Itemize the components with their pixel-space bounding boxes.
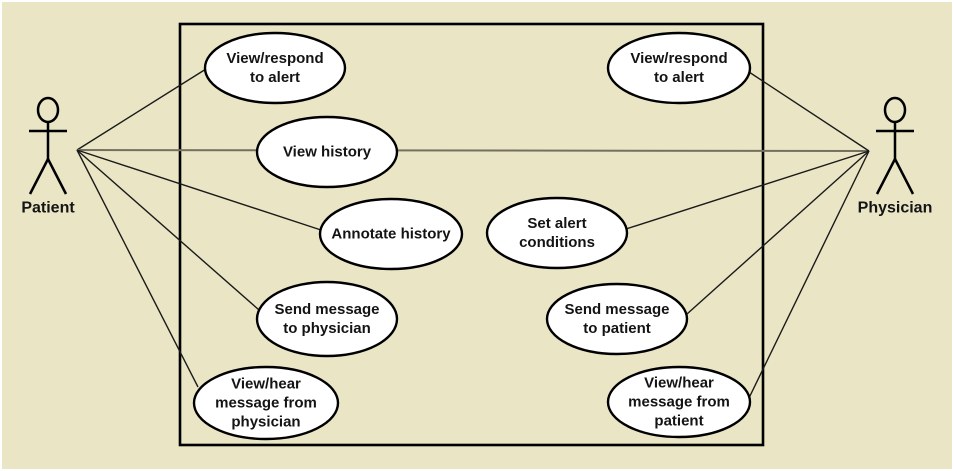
use-case-label-line: to alert	[654, 69, 704, 86]
actor-label: Patient	[21, 200, 75, 217]
use-case-label: View/hear message from physician	[215, 376, 317, 431]
actor-physician: Physician	[858, 96, 933, 217]
use-case-ellipse	[192, 365, 340, 441]
use-case-label-line: message from	[215, 395, 317, 412]
association-line-physician-set-alert-conditions	[625, 150, 870, 230]
association-line-patient-annotate-history	[76, 149, 322, 231]
association-line-patient-view-respond-alert-left	[76, 68, 207, 151]
use-case-view-hear-message-from-patient: View/hear message from patient	[606, 365, 752, 439]
use-case-label-line: message from	[628, 394, 730, 411]
association-line-physician-send-message-to-patient	[686, 150, 870, 315]
use-case-label: Send message to physician	[274, 301, 379, 337]
use-case-label-line: View/respond	[630, 50, 727, 67]
actor-leg-left	[28, 158, 50, 195]
use-case-ellipse	[606, 365, 752, 439]
association-line-physician-view-respond-alert-right	[748, 71, 870, 152]
use-case-label: View/respond to alert	[630, 50, 727, 86]
use-case-label-line: patient	[654, 413, 703, 430]
actor-label: Physician	[858, 200, 933, 217]
use-case-label-line: physician	[231, 414, 300, 431]
use-case-label-line: conditions	[519, 234, 595, 251]
use-case-label-line: to physician	[283, 320, 371, 337]
system-boundary	[178, 22, 765, 447]
use-case-label-line: to alert	[250, 69, 300, 86]
use-case-label-line: View history	[283, 144, 372, 161]
use-case-view-respond-alert-right: View/respond to alert	[606, 31, 752, 105]
use-case-label: Send message to patient	[564, 301, 669, 337]
use-case-label-line: to patient	[583, 320, 651, 337]
use-case-label: Annotate history	[331, 226, 451, 243]
use-case-label: Set alert conditions	[519, 215, 595, 251]
use-case-annotate-history: Annotate history	[318, 197, 464, 271]
use-case-view-respond-alert-left: View/respond to alert	[203, 31, 347, 105]
use-case-view-hear-message-from-physician: View/hear message from physician	[192, 365, 340, 441]
actor-patient: Patient	[21, 96, 75, 217]
use-case-label: View/hear message from patient	[628, 375, 730, 430]
use-case-send-message-to-physician: Send message to physician	[255, 280, 399, 358]
use-case-label-line: Annotate history	[331, 226, 451, 243]
use-case-send-message-to-patient: Send message to patient	[545, 282, 689, 356]
use-case-view-history: View history	[255, 115, 399, 189]
actor-leg-right	[893, 158, 915, 195]
use-case-label-line: View/respond	[226, 50, 323, 67]
association-line-patient-view-hear-message-from-physician	[76, 149, 199, 388]
use-case-ellipse	[318, 197, 464, 271]
use-case-ellipse	[255, 115, 399, 189]
use-case-ellipse	[255, 280, 399, 358]
use-case-set-alert-conditions: Set alert conditions	[485, 196, 629, 270]
use-case-label-line: Send message	[564, 301, 669, 318]
use-case-ellipse	[545, 282, 689, 356]
use-case-label: View history	[283, 144, 372, 161]
use-case-ellipse	[203, 31, 347, 105]
actor-leg-right	[46, 158, 68, 195]
use-case-ellipse	[485, 196, 629, 270]
use-case-label-line: View/hear	[231, 376, 301, 393]
use-case-ellipse	[606, 31, 752, 105]
association-line-patient-physician-via-view-history	[76, 149, 870, 152]
actor-leg-left	[875, 158, 897, 195]
association-line-patient-send-message-to-physician	[76, 149, 260, 311]
use-case-label-line: View/hear	[644, 375, 714, 392]
use-case-label: View/respond to alert	[226, 50, 323, 86]
use-case-label-line: Set alert	[527, 215, 586, 232]
use-case-label-line: Send message	[274, 301, 379, 318]
association-line-physician-view-hear-message-from-patient	[747, 150, 870, 401]
